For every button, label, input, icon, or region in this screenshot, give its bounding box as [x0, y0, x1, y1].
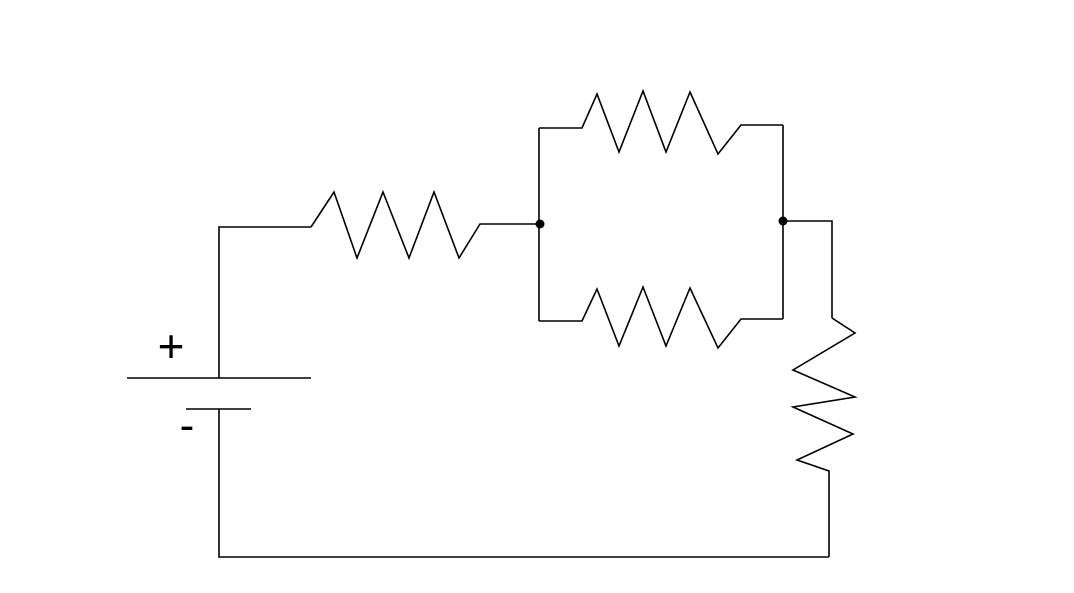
battery-negative-label: - — [180, 401, 195, 450]
resistor-parallel-bottom — [539, 284, 783, 350]
resistor-series-right — [790, 317, 858, 557]
battery: + - — [127, 320, 311, 450]
wire-to-right-resistor — [783, 220, 833, 318]
wire-battery-to-series-resistor — [218, 226, 311, 378]
resistor-parallel-top — [539, 88, 783, 156]
resistor-series — [310, 189, 539, 261]
battery-positive-label: + — [158, 320, 185, 372]
wire-return-bottom — [218, 409, 829, 558]
junction-node-left — [535, 219, 545, 229]
